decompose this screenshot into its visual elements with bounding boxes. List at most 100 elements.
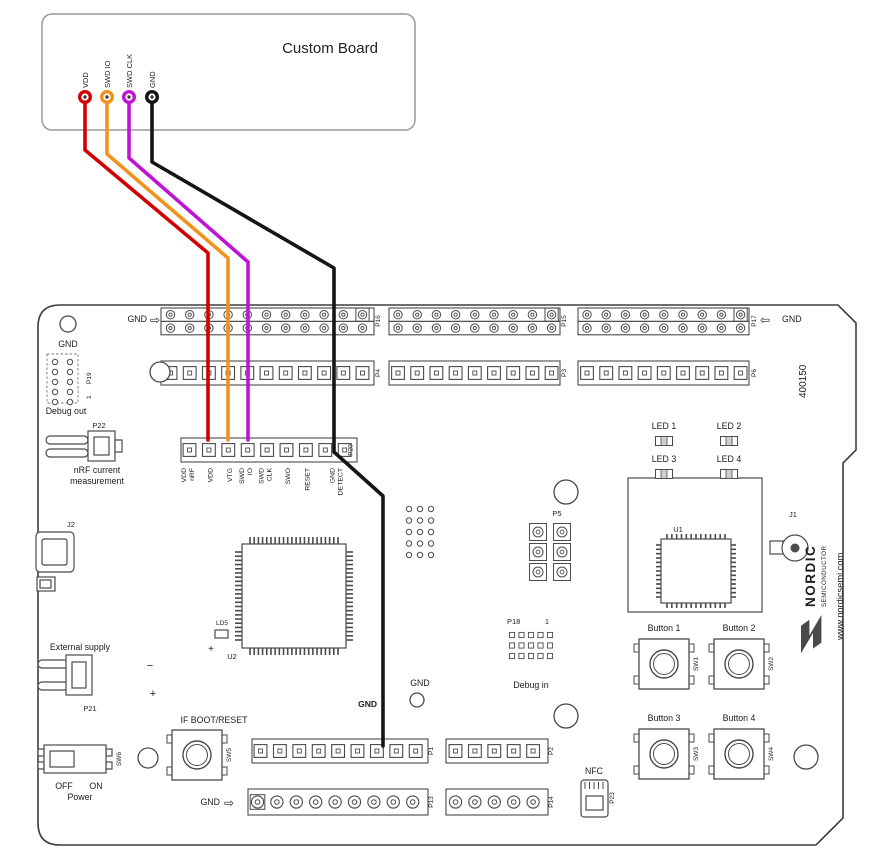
header-p16: P16 (160, 307, 382, 336)
gnd-label-top-left: GND (127, 314, 147, 324)
button4-label: Button 4 (723, 713, 756, 723)
power-switch (37, 744, 113, 774)
sw4-ref: SW4 (768, 747, 775, 761)
power-off-label: OFF (55, 781, 73, 791)
mounting-hole-left (149, 361, 171, 383)
led1-label: LED 1 (652, 421, 677, 431)
p19-pin1-label: 1 (86, 395, 93, 399)
wire-gnd-label: GND (358, 699, 377, 709)
p5-pins (529, 523, 571, 581)
mounting-hole-center-top (553, 479, 579, 505)
terminal-swdclk (122, 90, 136, 104)
p15-pin1-marker (544, 307, 559, 322)
gnd-center-label: GND (410, 678, 430, 688)
p3-ref: P3 (561, 369, 568, 377)
boot-reset-button (166, 729, 228, 781)
brand-name: NORDIC (803, 545, 818, 607)
p20-pins (182, 443, 352, 457)
header-p20: P20 (180, 437, 358, 463)
p20-label-swo: SWO (285, 468, 292, 484)
custom-board: Custom Board VDD SWD IO SWD CLK GND (41, 13, 416, 131)
p20-ref: P20 (348, 444, 355, 456)
p4-ref: P4 (375, 369, 382, 377)
u2-body (241, 543, 347, 649)
nfc-connector-p23: P23 (580, 779, 616, 818)
header-p2: P2 (445, 738, 555, 764)
sw1-ref: SW1 (693, 657, 700, 671)
dev-board: GND GND ⇨ ⇦ GND P16 P15 (35, 304, 857, 846)
rf-connector-j1: J1 (769, 510, 809, 562)
p21-ref: P21 (83, 704, 96, 713)
button1-component (633, 638, 695, 690)
p16-pin1-marker (355, 307, 370, 322)
custom-board-outline (41, 13, 416, 131)
p23-ref: P23 (609, 792, 616, 804)
header-p5: P5 (529, 509, 571, 581)
led4-label: LED 4 (717, 454, 742, 464)
mounting-hole-bottom-right (793, 744, 819, 770)
p20-label-swdio-2: IO (247, 468, 254, 475)
terminal-label-swdio: SWD IO (103, 60, 112, 88)
gnd-testpoint (409, 692, 425, 708)
ld5-plus-label: + (208, 644, 214, 655)
terminal-vdd (78, 90, 92, 104)
p1-pins (253, 744, 423, 758)
u1-pins (656, 534, 736, 608)
jumper-p21 (37, 654, 93, 696)
header-p14: P14 (445, 788, 555, 816)
header-p1: P1 (251, 738, 435, 764)
led1-component (655, 436, 673, 446)
arrow-left-icon: ⇦ (760, 313, 770, 327)
p1-ref: P1 (428, 747, 435, 755)
button3-component (633, 728, 695, 780)
terminal-gnd (145, 90, 159, 104)
wire-swdio (105, 97, 230, 442)
p20-label-swdclk-1: SWD (259, 468, 266, 484)
p20-label-swdio-1: SWD (239, 468, 246, 484)
j2-ref: J2 (67, 520, 75, 529)
p20-label-swdclk-2: CLK (267, 468, 274, 482)
sw2-ref: SW2 (768, 657, 775, 671)
p13-ref: P13 (428, 796, 435, 808)
p20-label-vdd-nrf-1: VDD (181, 468, 188, 482)
mounting-hole-bottom-left (137, 747, 159, 769)
gnd-label-bottom: GND (200, 797, 220, 807)
p20-pin-labels: VDD nRF VDD VTG SWD IO SWD CLK SWO RESET… (181, 468, 345, 496)
button2-label: Button 2 (723, 623, 756, 633)
p17-ref: P17 (751, 315, 758, 327)
nordic-logo-icon (801, 615, 822, 654)
p19-pins (51, 358, 74, 406)
debug-in-label: Debug in (513, 680, 548, 690)
p20-label-vdd: VDD (207, 468, 214, 482)
p2-pins (448, 744, 541, 758)
sw5-ref: SW5 (226, 748, 233, 762)
if-boot-reset-label: IF BOOT/RESET (181, 715, 249, 725)
terminal-label-vdd: VDD (81, 72, 90, 88)
module-u1: U1 (627, 477, 763, 613)
mounting-hole-center-bottom (553, 703, 579, 729)
wire-vdd (83, 97, 210, 442)
nfc-label: NFC (585, 766, 604, 776)
board-number: 400150 (798, 364, 809, 398)
power-label: Power (68, 792, 93, 802)
arrow-right-icon: ⇨ (150, 313, 160, 327)
led-ld5: LD5 + (208, 620, 229, 655)
custom-board-title: Custom Board (282, 40, 378, 57)
header-p4: P4 (160, 360, 382, 386)
u2-pins (235, 537, 353, 655)
ld5-ref: LD5 (216, 620, 228, 627)
button4-component (708, 728, 770, 780)
p22-ref: P22 (92, 421, 105, 430)
wires (83, 97, 385, 748)
terminal-label-gnd: GND (148, 71, 157, 88)
p20-label-gnd-detect-1: GND (330, 468, 337, 483)
u1-body (660, 538, 732, 604)
chip-u2: U2 (227, 537, 353, 661)
p13-pin1-marker (249, 794, 266, 810)
supply-minus-label: − (147, 660, 153, 672)
sw3-ref: SW3 (693, 747, 700, 761)
header-p18: P18 1 (507, 617, 554, 660)
header-p17: P17 (577, 307, 758, 336)
nrf-current-label-1: nRF current (74, 465, 121, 475)
